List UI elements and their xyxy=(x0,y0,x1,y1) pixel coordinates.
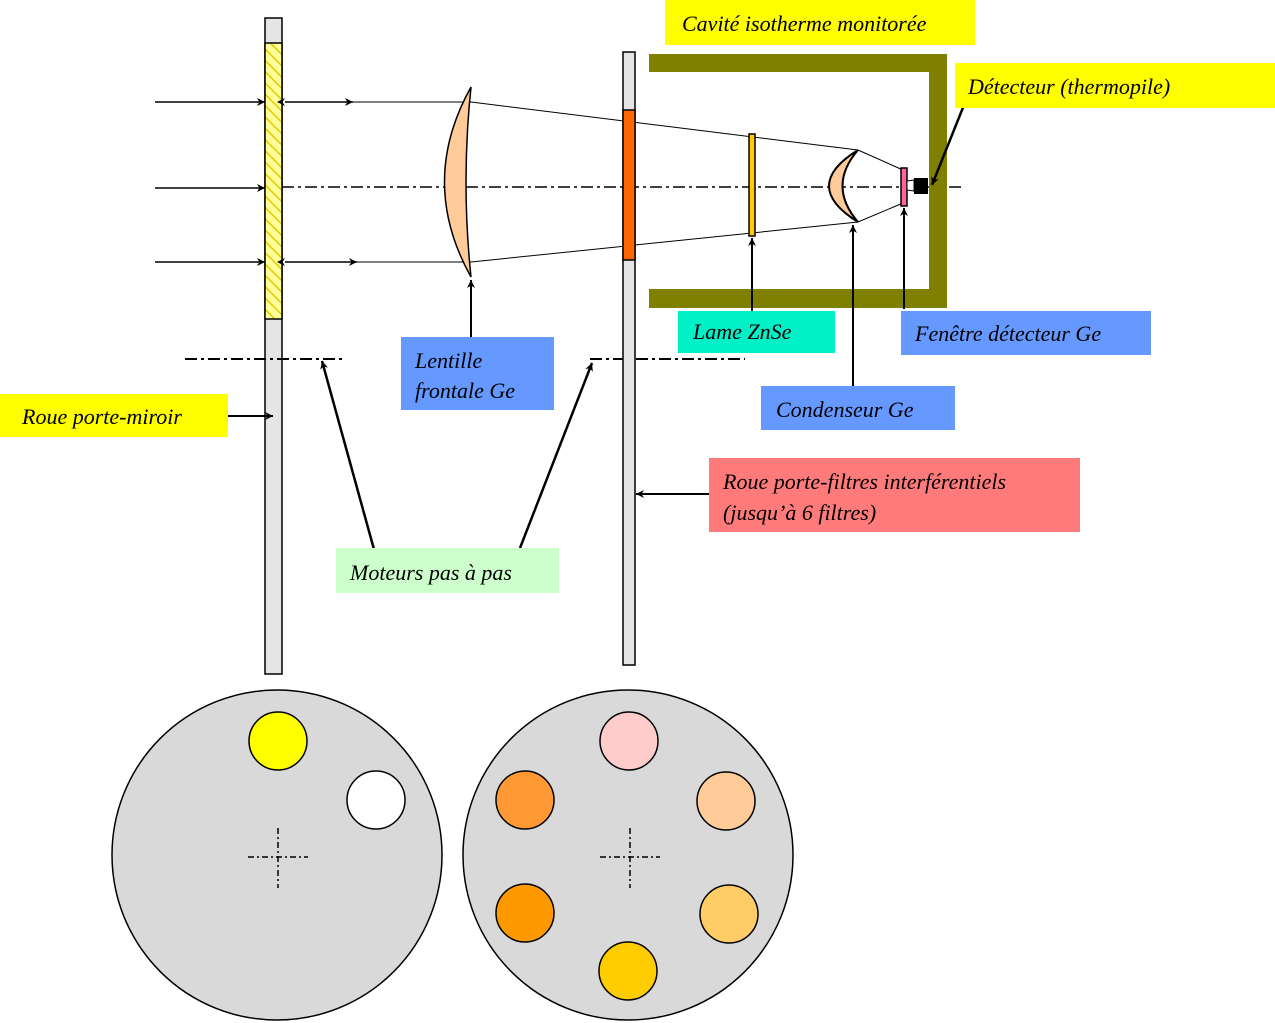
detector-thermopile xyxy=(906,179,915,192)
label-stepper-motors: Moteurs pas à pas xyxy=(336,548,559,593)
znse-plate xyxy=(748,133,756,237)
filter-position-3 xyxy=(699,884,759,944)
detector-pointer xyxy=(930,99,968,186)
detector-window-ge xyxy=(900,167,908,207)
svg-text:Cavité isotherme monitorée: Cavité isotherme monitorée xyxy=(682,11,927,36)
label-detector-window: Fenêtre détecteur Ge xyxy=(901,311,1151,355)
svg-text:Condenseur Ge: Condenseur Ge xyxy=(776,397,914,422)
mirror-wheel-front xyxy=(111,689,443,1021)
svg-text:Lentille: Lentille xyxy=(414,348,482,373)
label-front-lens: Lentille frontale Ge xyxy=(401,337,554,410)
label-filter-wheel: Roue porte-filtres interférentiels (jusq… xyxy=(709,458,1080,532)
filter-position-1 xyxy=(599,711,659,771)
active-filter xyxy=(622,109,636,261)
filter-position-5 xyxy=(495,883,555,943)
filter-position-4 xyxy=(598,941,658,1001)
filter-wheel-side xyxy=(622,51,636,666)
motor-pointer-left xyxy=(320,360,377,554)
detector-body xyxy=(914,178,928,194)
label-znse: Lame ZnSe xyxy=(678,311,835,353)
svg-text:Fenêtre détecteur Ge: Fenêtre détecteur Ge xyxy=(914,321,1101,346)
filter-position-2 xyxy=(696,771,756,831)
filter-wheel-front xyxy=(462,689,794,1021)
label-cavity: Cavité isotherme monitorée xyxy=(665,0,975,45)
motor-pointer-right xyxy=(518,362,594,549)
svg-text:(jusqu’à 6 filtres): (jusqu’à 6 filtres) xyxy=(723,500,876,525)
svg-text:Roue porte-miroir: Roue porte-miroir xyxy=(21,404,182,429)
mirror-wheel-side xyxy=(264,17,283,675)
svg-text:frontale Ge: frontale Ge xyxy=(415,378,515,403)
svg-text:Détecteur (thermopile): Détecteur (thermopile) xyxy=(967,74,1170,99)
reflection-double-arrows xyxy=(277,98,357,266)
label-condenser: Condenseur Ge xyxy=(761,386,955,430)
mirror-position-white xyxy=(346,770,406,830)
label-detector: Détecteur (thermopile) xyxy=(955,63,1275,108)
svg-text:Moteurs pas à pas: Moteurs pas à pas xyxy=(349,560,512,585)
condenser-ge xyxy=(828,149,859,223)
beam-lines xyxy=(353,101,904,263)
label-mirror-wheel: Roue porte-miroir xyxy=(0,394,228,437)
incoming-rays xyxy=(155,98,265,266)
front-lens-ge xyxy=(443,86,472,278)
svg-text:Lame ZnSe: Lame ZnSe xyxy=(692,319,792,344)
mirror-element xyxy=(264,42,283,320)
svg-text:Roue porte-filtres interférent: Roue porte-filtres interférentiels xyxy=(722,469,1006,494)
mirror-position-yellow xyxy=(248,711,308,771)
filter-position-6 xyxy=(495,770,555,830)
